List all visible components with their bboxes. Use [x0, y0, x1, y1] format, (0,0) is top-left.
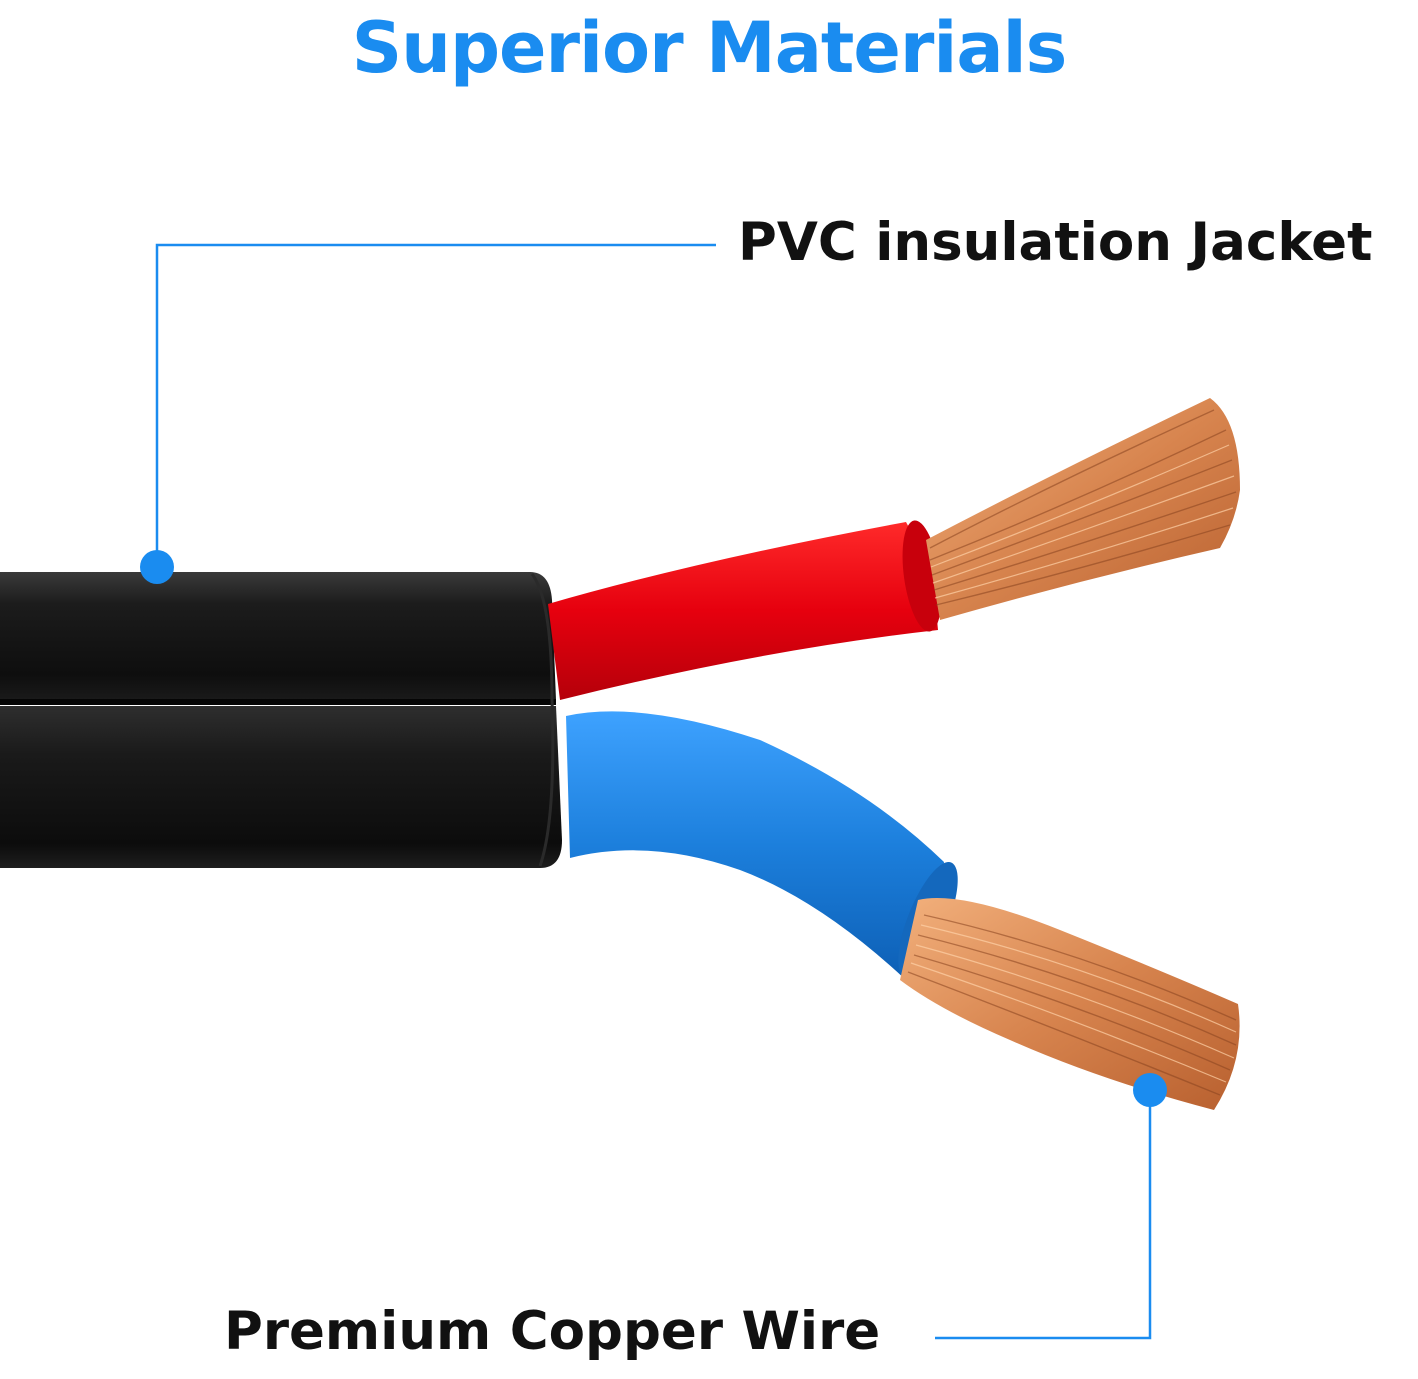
callout-copper-leader [935, 1073, 1167, 1340]
copper-strands-lower [900, 898, 1240, 1110]
red-conductor [548, 520, 942, 700]
callout-jacket-dot [140, 550, 174, 584]
callout-jacket-leader [140, 243, 716, 584]
page-title: Superior Materials [351, 7, 1068, 89]
copper-strands-upper [926, 398, 1240, 620]
callout-copper-label: Premium Copper Wire [224, 1301, 881, 1362]
callout-jacket-label: PVC insulation Jacket [738, 212, 1373, 273]
pvc-jacket [0, 572, 562, 868]
callout-copper-dot [1133, 1073, 1167, 1107]
